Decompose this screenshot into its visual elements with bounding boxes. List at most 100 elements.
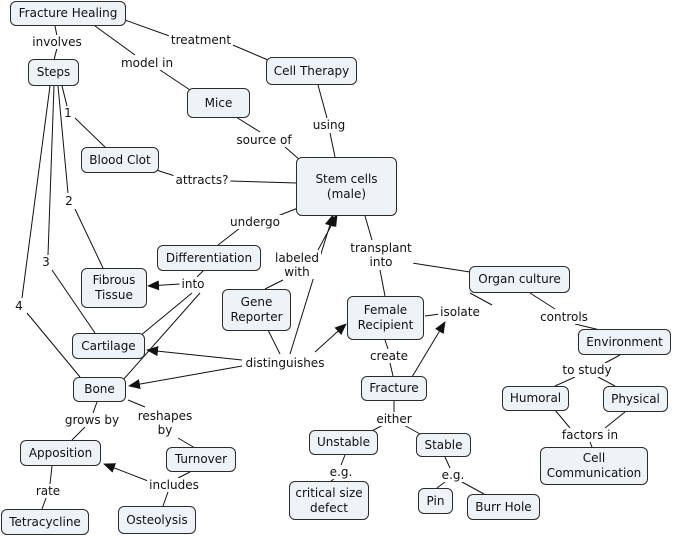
edge-modelin-mice [159,69,191,91]
edge-steps-n4 [21,85,51,299]
label-isolate: isolate [438,305,482,319]
node-fracture-healing[interactable]: Fracture Healing [10,1,126,26]
label-source-of: source of [234,133,294,147]
node-mice[interactable]: Mice [187,88,250,118]
node-cell-therapy[interactable]: Cell Therapy [266,57,357,85]
node-bone[interactable]: Bone [73,377,126,402]
label-to-study: to study [560,363,614,377]
edge-rate-tetracycline [41,497,47,510]
node-tetracycline[interactable]: Tetracycline [1,509,89,535]
edge-mice-sourceof [235,116,261,133]
edge-transplant-organculture [411,262,471,273]
edge-humoral-factorsin [554,409,571,429]
node-fracture[interactable]: Fracture [361,376,427,401]
edge-tostudy-physical [597,376,616,387]
node-female-recipient[interactable]: Female Recipient [347,296,424,340]
edge-unstable-eg [340,454,346,466]
node-differentiation[interactable]: Differentiation [157,245,261,271]
edge-n4-bone [26,312,81,378]
edge-bone-growsby [92,401,98,414]
label-model-in: model in [118,56,176,70]
label-includes: includes [147,478,201,492]
label-step-1: 1 [62,106,74,120]
node-cell-communication[interactable]: Cell Communication [540,447,648,485]
edge-fracture-isolate [411,321,446,378]
edge-environment-tostudy [604,354,621,364]
edge-celltherapy-using [317,84,328,119]
edge-using-stemcells [329,132,336,158]
label-transplant-into: transplant into [348,241,414,269]
edge-isolate-female [424,313,441,317]
edge-organculture-controls [529,292,556,310]
node-blood-clot[interactable]: Blood Clot [81,147,159,173]
edge-female-create [384,339,389,350]
edge-stemcells-transplant [364,215,373,241]
edge-tostudy-humoral [554,376,576,387]
node-pin[interactable]: Pin [418,488,453,514]
edge-healing-treatment [124,19,176,39]
label-involves: involves [30,35,84,49]
label-treatment: treatment [168,33,234,47]
edge-reshapesby-turnover [177,437,196,449]
node-burr-hole[interactable]: Burr Hole [467,494,540,520]
node-osteolysis[interactable]: Osteolysis [118,506,196,534]
edge-healing-involves [54,25,58,37]
node-apposition[interactable]: Apposition [20,440,101,466]
edge-distinguishes-cartilage [146,346,243,361]
label-into: into [179,277,207,291]
edge-involves-steps [53,47,58,61]
edge-distinguishes-bone [128,365,243,390]
edge-into-fibrous [147,280,181,291]
edge-apposition-rate [49,465,53,485]
edge-includes-osteolysis [162,491,169,507]
label-step-3: 3 [40,255,52,269]
label-eg-stable: e.g. [439,468,467,482]
label-grows-by: grows by [62,413,122,427]
edge-n3-cartilage [51,269,96,334]
node-physical[interactable]: Physical [603,386,668,412]
label-factors-in: factors in [559,428,621,442]
edge-organculture-isolate [469,292,493,306]
label-rate: rate [33,484,63,498]
node-gene-reporter[interactable]: Gene Reporter [222,289,291,331]
label-distinguishes: distinguishes [243,356,327,370]
edge-stable-eg [444,456,451,469]
edge-healing-modelin [94,25,136,56]
edge-distinguishes-stemcells [289,214,335,355]
label-attracts: attracts? [173,173,231,187]
edge-genereporter-labeledwith [264,279,284,290]
edge-n2-fibrous [74,208,104,269]
label-controls: controls [538,310,590,324]
label-undergo: undergo [228,215,282,229]
node-organ-culture[interactable]: Organ culture [469,266,570,293]
node-stable[interactable]: Stable [416,433,471,457]
node-steps[interactable]: Steps [28,59,79,86]
edge-transplant-female [379,269,386,297]
edge-create-fracture [389,362,394,377]
edge-into-cartilage [139,292,193,337]
edge-steps-n1 [61,85,68,107]
edge-steps-n2 [57,85,69,194]
label-either: either [374,412,414,426]
edge-bone-reshapesby [127,399,146,408]
edge-distinguishes-genereporter [267,329,281,355]
edge-distinguishes-female [314,323,347,353]
edge-factorsin-cellcomm [589,441,593,448]
label-using: using [310,118,348,132]
node-humoral[interactable]: Humoral [502,386,569,411]
node-stem-cells[interactable]: Stem cells (male) [296,157,397,216]
edge-eg-pin [436,481,446,489]
edge-turnover-includes [177,471,191,479]
edge-includes-apposition [103,463,149,482]
node-environment[interactable]: Environment [578,329,671,355]
node-turnover[interactable]: Turnover [166,447,236,472]
edge-n1-bloodclot [74,117,106,148]
edge-treatment-celltherapy [227,42,269,61]
label-step-2: 2 [63,194,75,208]
edge-growsby-apposition [71,426,86,441]
node-critical-size-defect[interactable]: critical size defect [289,481,369,520]
node-fibrous-tissue[interactable]: Fibrous Tissue [81,268,147,308]
node-cartilage[interactable]: Cartilage [72,333,145,359]
node-unstable[interactable]: Unstable [309,430,378,455]
